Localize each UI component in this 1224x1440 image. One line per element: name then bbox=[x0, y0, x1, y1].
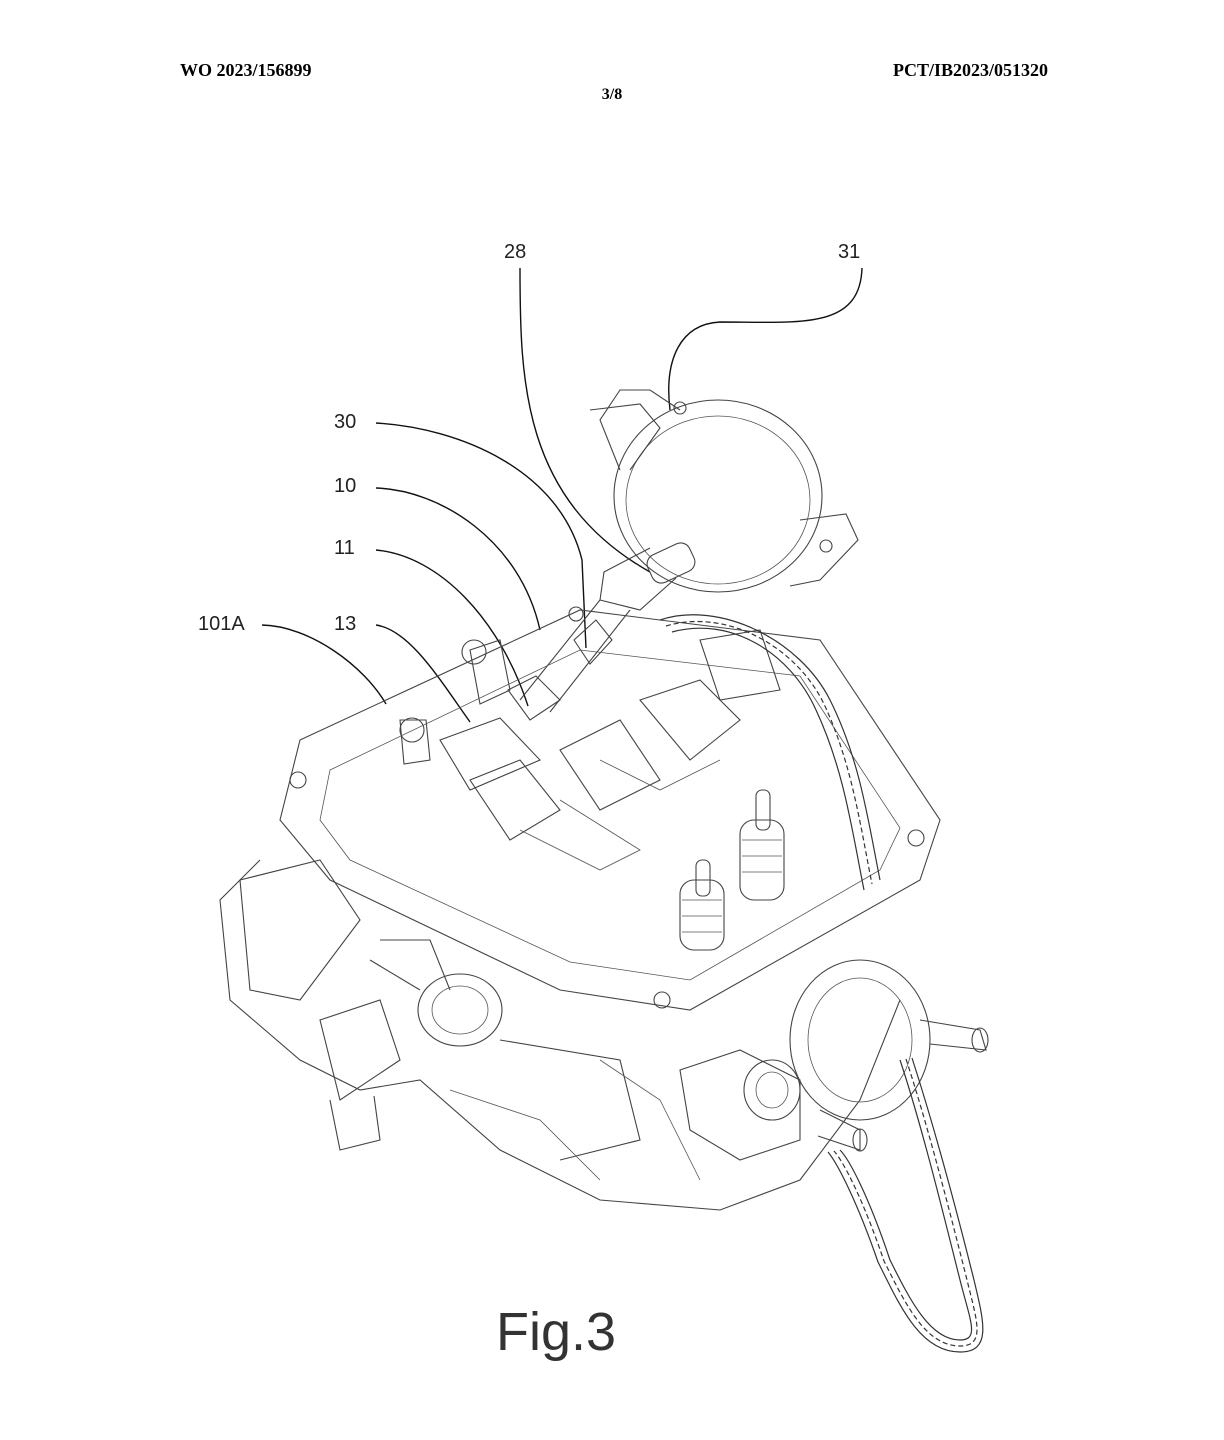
leader-lines bbox=[261, 267, 863, 723]
ref-31: 31 bbox=[838, 241, 860, 263]
engine-body bbox=[219, 859, 901, 1211]
shaft-assembly bbox=[399, 599, 631, 791]
cam-details bbox=[469, 629, 781, 871]
leader-10 bbox=[375, 487, 541, 631]
figure-label: Fig.3 bbox=[496, 1302, 616, 1362]
timing-chain bbox=[659, 614, 984, 1353]
leader-11 bbox=[375, 549, 529, 707]
leader-28 bbox=[519, 267, 651, 573]
camshaft-boss bbox=[679, 959, 989, 1161]
ref-13: 13 bbox=[334, 613, 356, 635]
ref-28: 28 bbox=[504, 241, 526, 263]
leader-13 bbox=[375, 624, 471, 723]
sheet-number: 3/8 bbox=[601, 86, 623, 103]
ref-10: 10 bbox=[334, 475, 356, 497]
leader-101A bbox=[261, 624, 387, 705]
ref-101A: 101A bbox=[198, 613, 245, 635]
ref-30: 30 bbox=[334, 411, 356, 433]
leader-31 bbox=[668, 267, 863, 411]
application-number: PCT/IB2023/051320 bbox=[892, 60, 1048, 80]
publication-number: WO 2023/156899 bbox=[180, 60, 312, 80]
valve-springs bbox=[679, 789, 785, 951]
actuator-housing bbox=[589, 389, 859, 611]
head-flange bbox=[279, 606, 941, 1011]
ref-11: 11 bbox=[334, 537, 355, 559]
leader-30 bbox=[375, 422, 587, 649]
